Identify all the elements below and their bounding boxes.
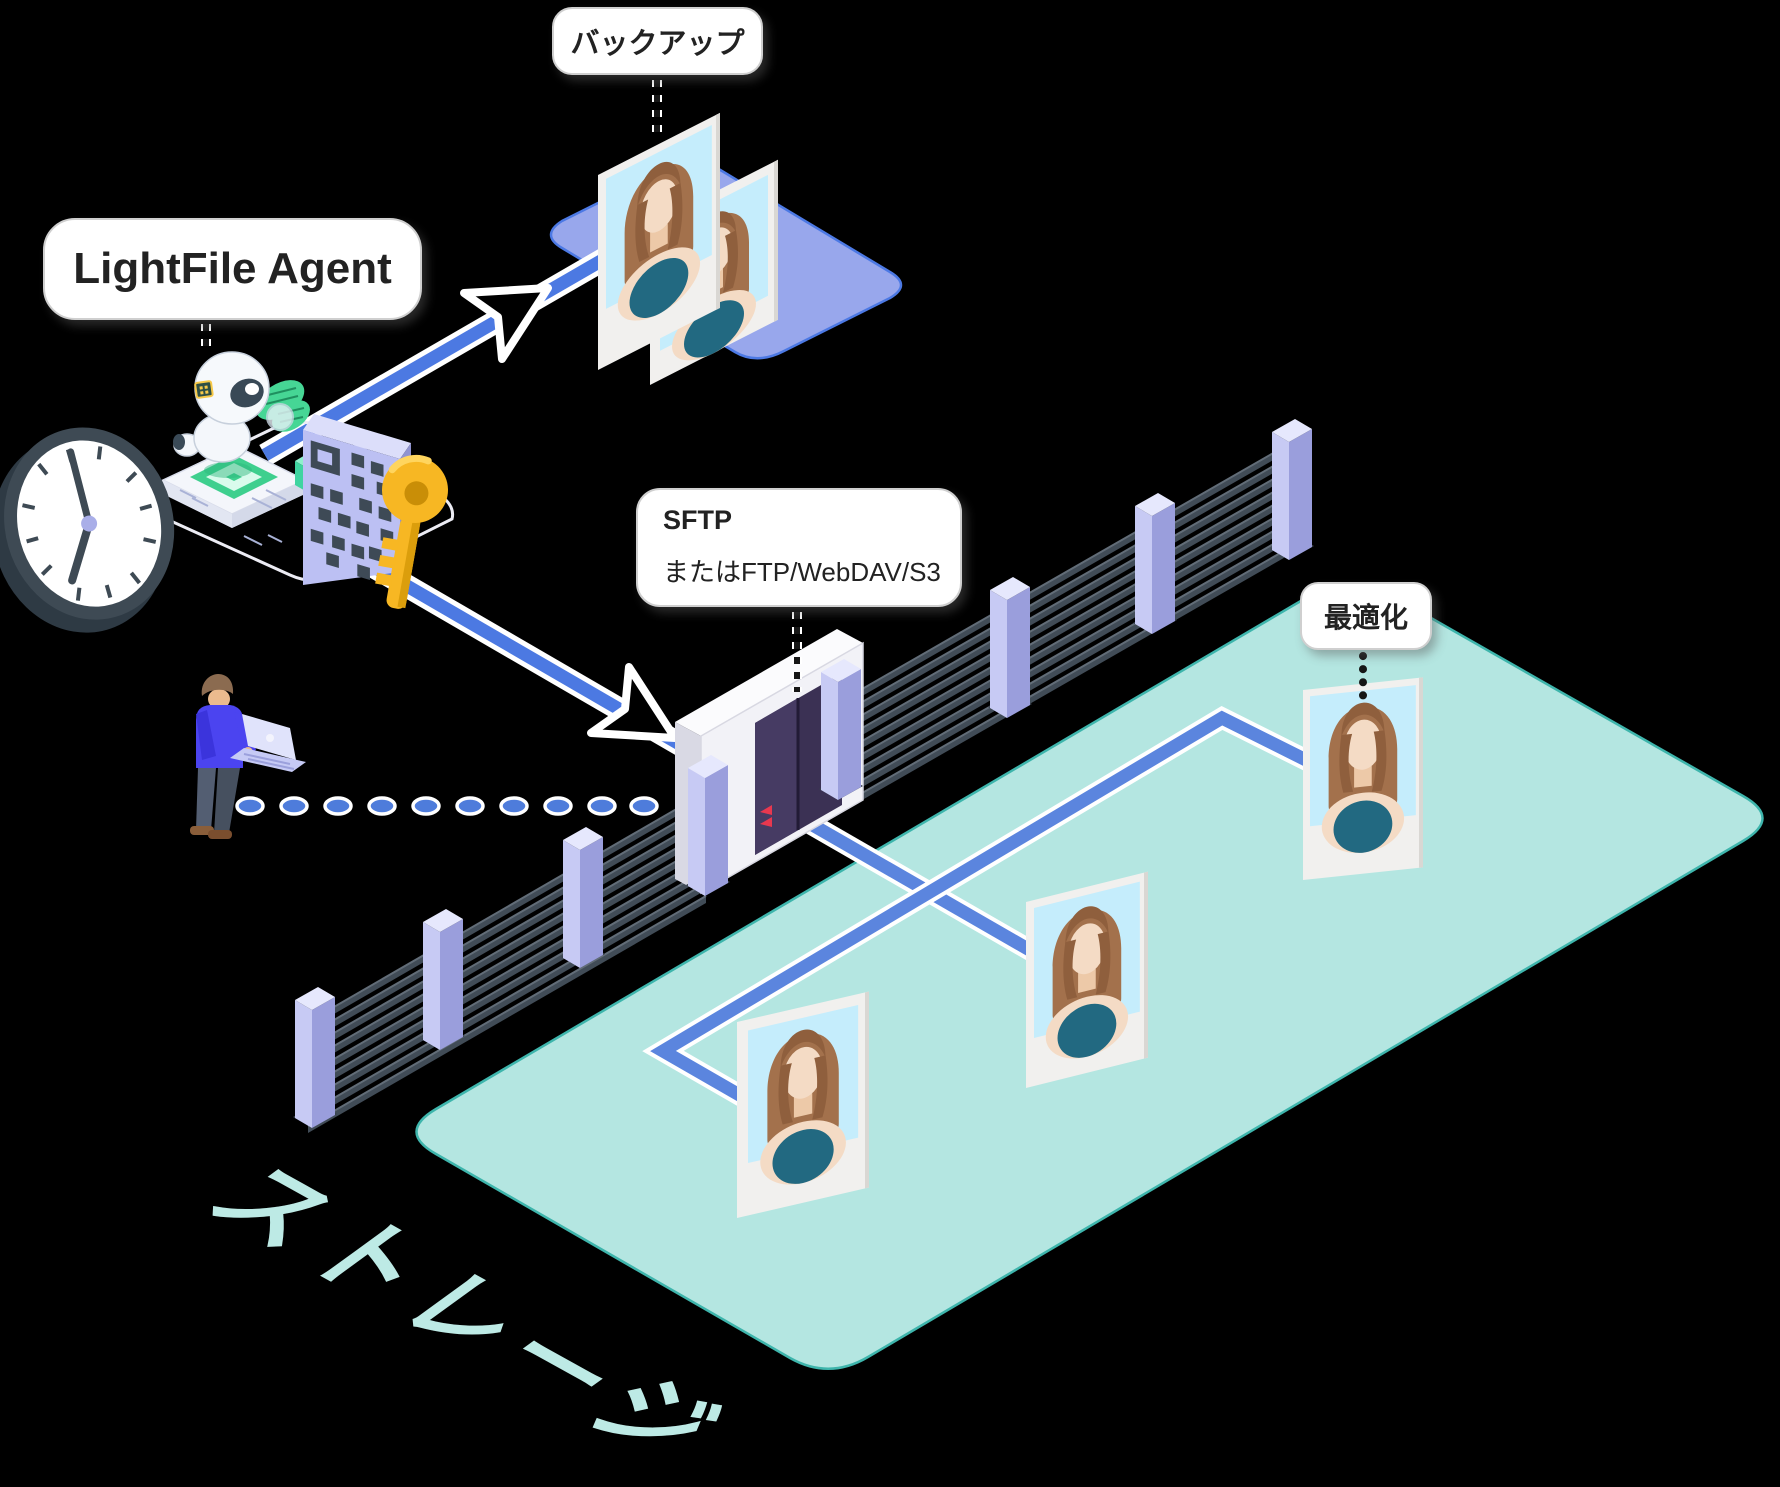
person-laptop-icon: [190, 674, 306, 839]
diagram-page: { "diagram": { "title_context": "LightFi…: [0, 7, 1764, 1483]
clock-icon: [0, 427, 175, 633]
photo-card-storage-bottom: [737, 991, 869, 1218]
fence-post: [561, 827, 605, 968]
photo-card-optimized: [1303, 677, 1423, 880]
gate-door-icon: [675, 629, 864, 896]
sftp-title-text: SFTP: [663, 505, 733, 535]
network-path-optimize-branch: [642, 706, 1335, 1118]
fence-post: [1133, 493, 1177, 634]
laptop-icon: [230, 714, 306, 772]
robot-chip-icon: [194, 380, 214, 399]
robot-wing-icon: [255, 380, 310, 432]
optimize-label: 最適化: [1300, 582, 1432, 650]
diagram-canvas: [0, 80, 1764, 1370]
sftp-subtitle-text: またはFTP/WebDAV/S3: [663, 556, 941, 587]
key-icon: [375, 454, 448, 609]
optimize-label-text: 最適化: [1323, 602, 1408, 633]
fence-post: [988, 577, 1032, 718]
fence-post: [421, 909, 465, 1050]
fence-post: [293, 987, 337, 1128]
lightfile-agent-label: LightFile Agent: [43, 218, 422, 320]
dotted-connection-icon: [235, 796, 659, 816]
robot-eye-icon: [230, 378, 264, 408]
backup-label: バックアップ: [552, 7, 763, 75]
photo-card-backup-1: [598, 112, 720, 370]
fence-post: [1270, 419, 1314, 560]
label-connector-lines: [201, 80, 1367, 712]
fence-upper-bars: [842, 439, 1297, 811]
sftp-label: SFTP またはFTP/WebDAV/S3: [636, 488, 962, 607]
fence-lower-bars: [307, 791, 707, 1133]
photo-card-storage-middle: [1026, 871, 1148, 1088]
backup-label-text: バックアップ: [570, 28, 745, 60]
agent-label-text: LightFile Agent: [73, 244, 392, 293]
